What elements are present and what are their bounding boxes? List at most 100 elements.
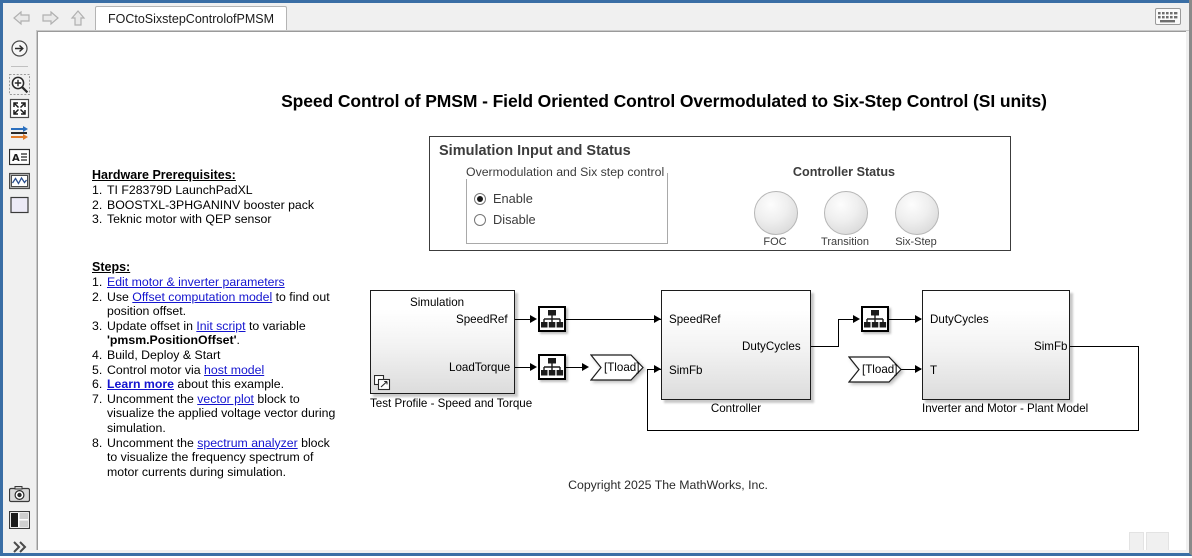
radio-group-legend: Overmodulation and Six step control bbox=[463, 165, 668, 179]
steps-section: Steps: 1. Edit motor & inverter parameter… bbox=[92, 260, 342, 479]
signal-lines-icon[interactable] bbox=[8, 121, 31, 144]
left-toolbar: A bbox=[3, 30, 37, 553]
navigate-icon[interactable] bbox=[8, 37, 31, 60]
list-number: 2. bbox=[92, 197, 103, 212]
list-number: 1. bbox=[92, 183, 103, 197]
hardware-prerequisites: Hardware Prerequisites: 1.TI F28379D Lau… bbox=[92, 168, 357, 227]
layout-icon[interactable] bbox=[8, 508, 31, 531]
arrowhead-rt-loadtorque bbox=[530, 362, 537, 371]
fit-to-view-icon[interactable] bbox=[8, 97, 31, 120]
rate-transition-dutycycles[interactable] bbox=[861, 306, 889, 332]
sim-panel-title: Simulation Input and Status bbox=[439, 143, 631, 159]
step-item: 7.Uncomment the vector plot block to vis… bbox=[92, 391, 336, 435]
wire-from-tload-to-plant-t bbox=[901, 369, 921, 370]
step-item: 4.Build, Deploy & Start bbox=[92, 347, 221, 362]
block-test-profile[interactable] bbox=[370, 290, 515, 394]
back-arrow-icon[interactable] bbox=[9, 7, 35, 29]
block-inverter-motor-plant[interactable] bbox=[922, 290, 1070, 400]
up-arrow-icon[interactable] bbox=[65, 7, 91, 29]
test-profile-out-speedref: SpeedRef bbox=[456, 313, 508, 326]
tab-focto-sixstep-control[interactable]: FOCtoSixstepControlofPMSM bbox=[95, 6, 288, 30]
step-item: 5.Control motor via host model bbox=[92, 362, 265, 377]
goto-tag-tload-label: [Tload] bbox=[604, 361, 640, 374]
wire-loadtorque-to-rt bbox=[515, 367, 532, 368]
plant-block-name: Inverter and Motor - Plant Model bbox=[922, 402, 1089, 415]
scrollbar-nub-1[interactable] bbox=[1129, 532, 1144, 550]
list-number: 8. bbox=[92, 435, 103, 450]
step-variable: 'pmsm.PositionOffset' bbox=[107, 333, 237, 348]
radio-enable[interactable]: Enable bbox=[474, 191, 533, 206]
model-canvas[interactable]: Speed Control of PMSM - Field Oriented C… bbox=[37, 31, 1186, 550]
toolbar-divider bbox=[11, 66, 28, 67]
test-profile-out-loadtorque: LoadTorque bbox=[449, 361, 511, 374]
step-link[interactable]: Init script bbox=[196, 318, 246, 333]
hardware-heading: Hardware Prerequisites: bbox=[92, 168, 236, 182]
list-number: 5. bbox=[92, 362, 103, 377]
page-title: Speed Control of PMSM - Field Oriented C… bbox=[281, 91, 1047, 111]
lamp-foc-label: FOC bbox=[763, 236, 787, 248]
hardware-item: 2.BOOSTXL-3PHGANINV booster pack bbox=[92, 197, 315, 212]
steps-heading: Steps: bbox=[92, 260, 131, 274]
arrowhead-rt-speedref bbox=[530, 314, 537, 323]
arrowhead-rt-dutycycles bbox=[853, 314, 860, 323]
radio-disable[interactable]: Disable bbox=[474, 212, 536, 227]
lamp-foc bbox=[754, 191, 798, 235]
expand-icon[interactable] bbox=[8, 535, 31, 558]
controller-in-speedref: SpeedRef bbox=[669, 313, 721, 326]
window-top-accent bbox=[3, 0, 1189, 3]
wire-rt-to-plant-dutycycles bbox=[889, 319, 921, 320]
camera-icon[interactable] bbox=[8, 483, 31, 506]
step-link[interactable]: vector plot bbox=[197, 391, 254, 406]
plant-in-dutycycles: DutyCycles bbox=[930, 313, 989, 326]
arrowhead-plant-t bbox=[915, 364, 922, 373]
wire-dutycycles-h1 bbox=[811, 346, 839, 347]
keyboard-icon[interactable] bbox=[1155, 8, 1181, 30]
arrowhead-plant-dutycycles bbox=[915, 314, 922, 323]
annotation-text-icon[interactable]: A bbox=[8, 145, 31, 168]
block-controller[interactable] bbox=[661, 290, 811, 400]
step-link[interactable]: Edit motor & inverter parameters bbox=[107, 275, 285, 289]
plant-out-simfb: SimFb bbox=[1034, 340, 1068, 353]
test-profile-inner-label: Simulation bbox=[410, 296, 465, 309]
svg-text:A: A bbox=[12, 153, 20, 164]
arrowhead-controller-speedref bbox=[654, 314, 661, 323]
controller-out-dutycycles: DutyCycles bbox=[742, 340, 801, 353]
controller-in-simfb: SimFb bbox=[669, 364, 703, 377]
scrollbar-nub-2[interactable] bbox=[1146, 532, 1169, 550]
subsystem-badge-icon bbox=[373, 374, 391, 391]
from-tag-tload-label: [Tload] bbox=[862, 363, 898, 376]
wire-rt-to-controller-speedref bbox=[566, 319, 661, 320]
wire-speedref-to-rt bbox=[515, 319, 532, 320]
scope-icon[interactable] bbox=[8, 169, 31, 192]
wire-feedback-v-left bbox=[647, 369, 648, 431]
forward-arrow-icon[interactable] bbox=[37, 7, 63, 29]
list-number: 3. bbox=[92, 318, 103, 333]
rate-transition-speedref[interactable] bbox=[538, 306, 566, 332]
overmodulation-radio-group: Overmodulation and Six step control Enab… bbox=[463, 165, 668, 244]
list-number: 1. bbox=[92, 275, 103, 289]
copyright-text: Copyright 2025 The MathWorks, Inc. bbox=[568, 478, 768, 492]
wire-rt-to-goto-tload bbox=[566, 367, 586, 368]
step-link[interactable]: host model bbox=[204, 362, 265, 377]
from-tag-tload[interactable] bbox=[848, 356, 903, 383]
step-link[interactable]: Learn more bbox=[107, 377, 174, 392]
controller-status-title: Controller Status bbox=[792, 165, 896, 179]
list-number: 7. bbox=[92, 391, 103, 406]
step-item: 2.Use Offset computation model to find o… bbox=[92, 289, 330, 319]
simulation-input-status-panel: Simulation Input and Status Overmodulati… bbox=[429, 136, 1011, 251]
plant-in-t: T bbox=[930, 364, 938, 377]
step-link[interactable]: spectrum analyzer bbox=[197, 435, 298, 450]
wire-feedback-v-right bbox=[1138, 346, 1139, 431]
goto-tag-tload[interactable] bbox=[590, 354, 645, 381]
zoom-in-icon[interactable] bbox=[8, 73, 31, 96]
rate-transition-loadtorque[interactable] bbox=[538, 354, 566, 380]
step-link[interactable]: Offset computation model bbox=[132, 289, 273, 304]
list-number: 6. bbox=[92, 377, 103, 392]
step-item: 6.Learn more about this example. bbox=[92, 377, 285, 392]
lamp-transition-label: Transition bbox=[821, 236, 869, 248]
list-number: 4. bbox=[92, 347, 103, 362]
tab-strip: FOCtoSixstepControlofPMSM bbox=[95, 6, 1189, 30]
area-icon[interactable] bbox=[8, 193, 31, 216]
